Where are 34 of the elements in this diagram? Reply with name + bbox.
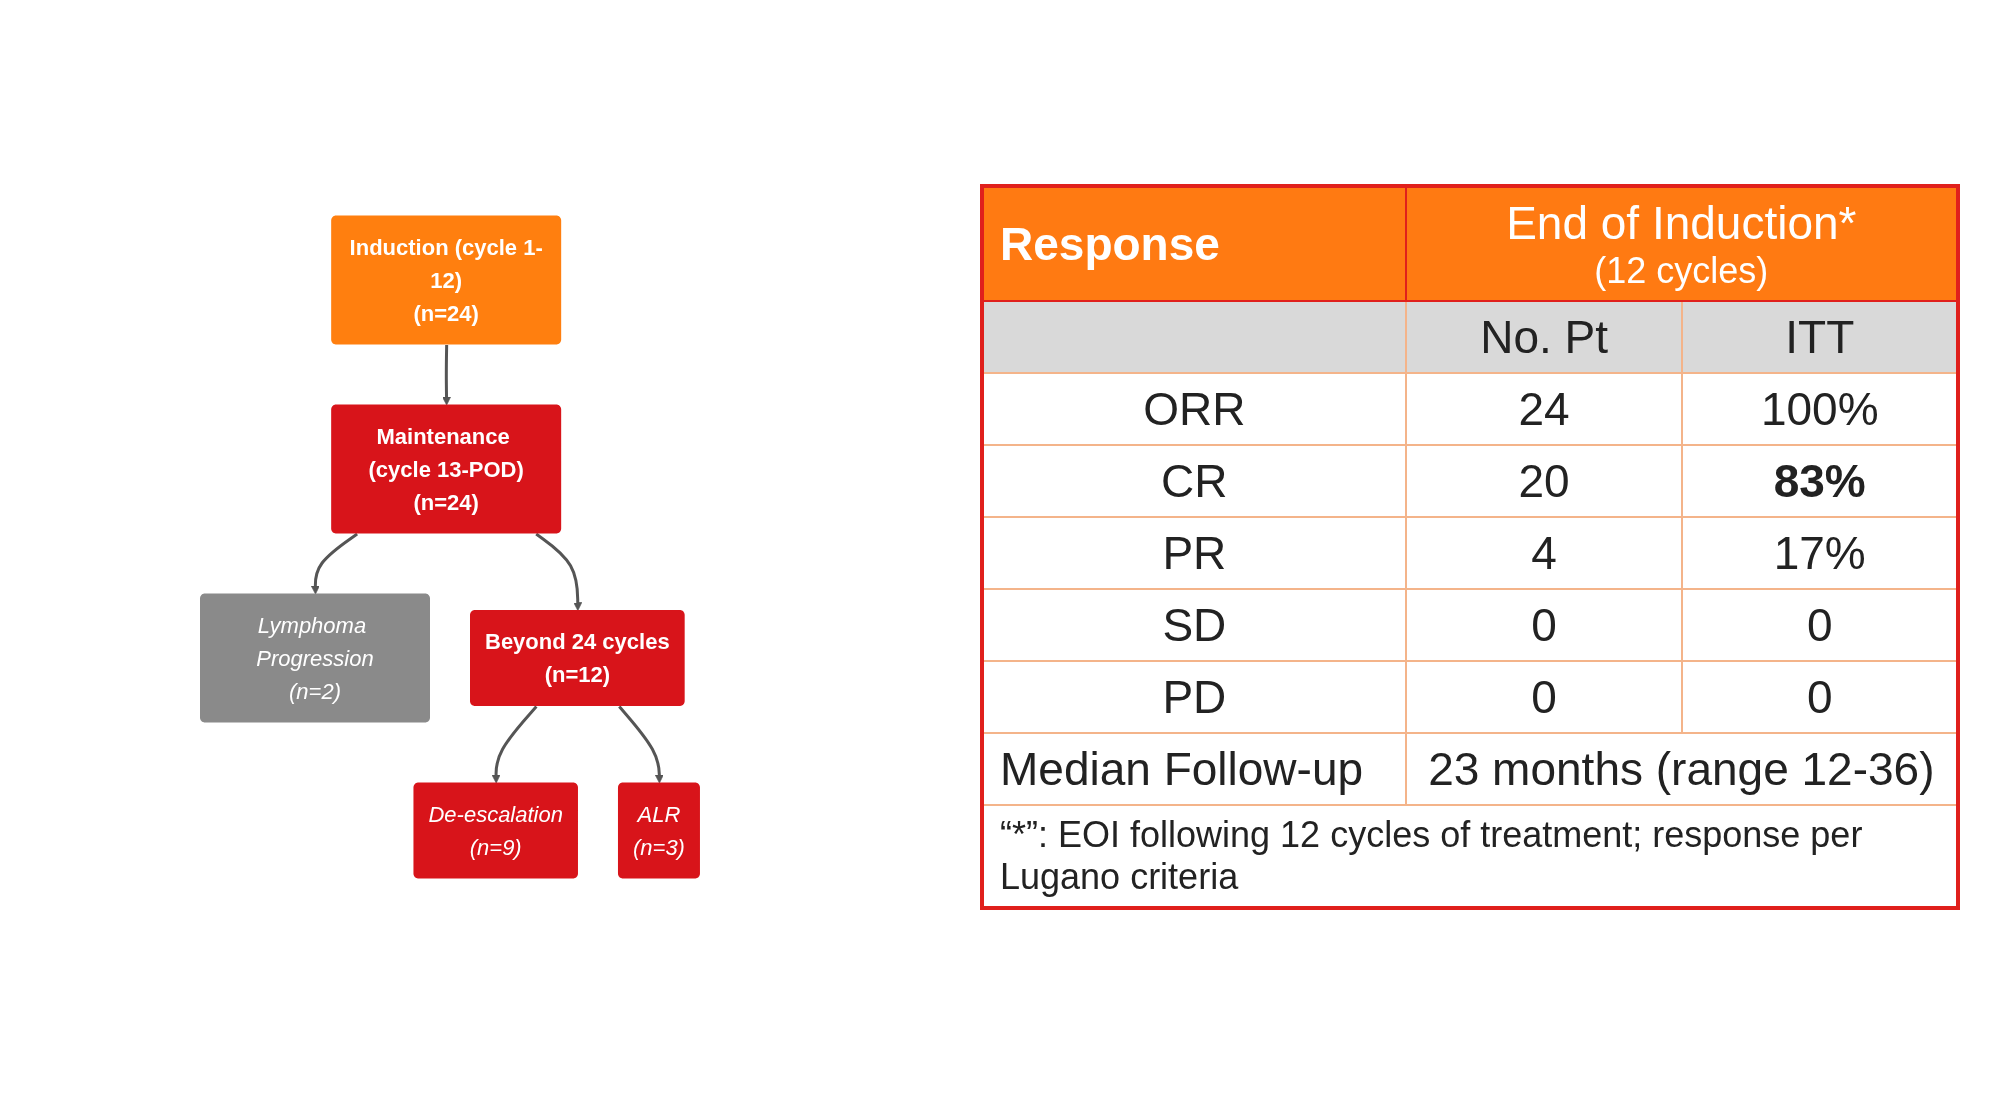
- cell-text: Median Follow-up: [1000, 742, 1364, 795]
- cell-text: PR: [1162, 526, 1227, 579]
- cell-text: 4: [1531, 526, 1557, 579]
- cell-text: 100%: [1760, 382, 1879, 435]
- header-subtext: (12 cycles): [1593, 249, 1770, 292]
- cell-text: 20: [1518, 454, 1570, 507]
- arrow: [618, 705, 664, 783]
- node-box: Induction (cycle 1-12) (n=24): [331, 215, 562, 344]
- cell-text: ORR: [1143, 382, 1246, 435]
- arrow: [442, 344, 451, 405]
- cell-text: 0: [1806, 670, 1833, 723]
- cell-text: SD: [1162, 598, 1227, 651]
- cell-text: 17%: [1773, 526, 1866, 579]
- header-text: Response: [1000, 217, 1220, 270]
- node-box: ALR (n=3): [618, 782, 700, 878]
- node-box: Beyond 24 cycles (n=12): [470, 609, 685, 706]
- cell-text: 0: [1531, 670, 1557, 723]
- footnote-text: “*”: EOI following 12 cycles of treatment; response per Lugano criteria: [1000, 813, 1863, 897]
- header-text: End of Induction*: [1506, 196, 1857, 249]
- cell-text: CR: [1161, 454, 1228, 507]
- arrow: [535, 532, 583, 611]
- cell-text: 0: [1531, 598, 1557, 651]
- cell-text: 23 months (range 12-36): [1428, 742, 1935, 795]
- node-box: Lymphoma Progression (n=2): [200, 593, 430, 722]
- arrow: [311, 532, 358, 594]
- node-box: De-escalation (n=9): [413, 782, 578, 878]
- cell-text: 0: [1806, 598, 1833, 651]
- node-box: Maintenance (cycle 13-POD) (n=24): [331, 404, 562, 533]
- cell-text: 24: [1518, 382, 1570, 435]
- cell-text: PD: [1162, 670, 1227, 723]
- cell-text: 83%: [1773, 454, 1866, 507]
- arrow: [491, 705, 538, 783]
- cell-text: ITT: [1785, 310, 1855, 363]
- cell-text: No. Pt: [1480, 310, 1608, 363]
